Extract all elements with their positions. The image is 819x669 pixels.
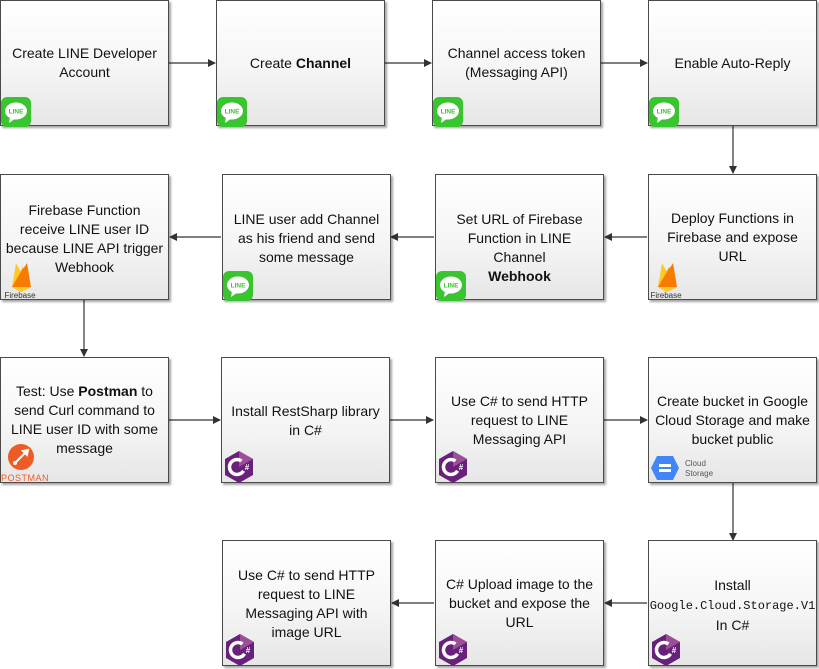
- step-text-line2: request to LINE: [257, 586, 356, 602]
- svg-text:LINE: LINE: [444, 283, 459, 290]
- firebase-label: Firebase: [650, 291, 682, 299]
- firebase-label: Firebase: [4, 291, 36, 299]
- step-send-http-with-image: Use C# to send HTTP request to LINE Messag…: [222, 540, 391, 666]
- step-text-line2: (Messaging API): [465, 64, 568, 80]
- step-text-line1: Create LINE Developer: [12, 45, 157, 61]
- csharp-icon: #: [226, 634, 254, 666]
- step-line-user-add-channel: LINE user add Channel as his friend and s…: [222, 174, 391, 301]
- step-text-line2: Cloud Storage and make: [655, 412, 810, 428]
- step-text-line1: Enable Auto-Reply: [674, 54, 791, 71]
- csharp-icon: #: [652, 634, 680, 666]
- svg-text:LINE: LINE: [9, 109, 24, 116]
- svg-text:#: #: [672, 646, 677, 655]
- postman-icon: POSTMAN: [1, 444, 49, 483]
- step-enable-auto-reply: Enable Auto-Reply LINE: [648, 0, 817, 127]
- step-text-line1: Use C# to send HTTP: [238, 567, 375, 583]
- step-text-bold: Webhook: [488, 268, 551, 284]
- svg-text:LINE: LINE: [441, 109, 456, 116]
- step-text-line3: Messaging API: [472, 431, 567, 447]
- step-text-bold: Postman: [78, 383, 138, 399]
- step-firebase-function-receive: Firebase Function receive LINE user ID bec…: [0, 174, 169, 300]
- step-install-restsharp: Install RestSharp library in C# #: [221, 357, 390, 483]
- package-name: Google.Cloud.Storage.V1: [649, 599, 816, 613]
- firebase-icon: Firebase: [650, 263, 682, 299]
- line-icon: LINE: [649, 97, 679, 127]
- step-test-postman: Test: Use Postman to send Curl command to…: [0, 357, 169, 483]
- svg-text:#: #: [459, 646, 464, 655]
- svg-text:LINE: LINE: [231, 283, 246, 290]
- line-icon: LINE: [217, 97, 247, 127]
- step-text-line1: C# Upload image to the: [445, 576, 594, 592]
- step-text-line4: image URL: [271, 624, 342, 640]
- svg-text:#: #: [459, 463, 464, 472]
- step-text-line1: LINE user add Channel: [233, 211, 380, 227]
- svg-text:#: #: [245, 463, 250, 472]
- step-text-line3: URL: [505, 614, 534, 630]
- step-text-line2: send Curl command to: [14, 402, 155, 418]
- step-text-post: to: [137, 383, 153, 399]
- step-text-line3: some message: [259, 249, 354, 265]
- step-text-line4: Webhook: [55, 259, 114, 275]
- step-text-line2: in C#: [289, 422, 322, 438]
- cloud-storage-label1: Cloud: [685, 459, 706, 468]
- step-text-line4: message: [56, 440, 113, 456]
- step-text-line2: receive LINE user ID: [19, 221, 150, 237]
- step-text-line3: In C#: [715, 617, 750, 633]
- step-deploy-functions: Deploy Functions in Firebase and expose U…: [648, 174, 817, 300]
- step-text-line1: Install RestSharp library: [231, 403, 380, 419]
- step-text-line1: Set URL of Firebase: [456, 211, 583, 227]
- step-text-line2: Firebase and expose URL: [667, 228, 798, 264]
- csharp-icon: #: [439, 451, 467, 483]
- step-channel-access-token: Channel access token (Messaging API) LINE: [432, 0, 601, 127]
- svg-text:LINE: LINE: [225, 109, 240, 116]
- step-send-http-request: Use C# to send HTTP request to LINE Messag…: [435, 357, 604, 483]
- step-text-line1: Use C# to send HTTP: [451, 393, 588, 409]
- step-text-line1: Firebase Function: [28, 202, 141, 218]
- csharp-icon: #: [439, 634, 467, 666]
- line-icon: LINE: [433, 97, 463, 127]
- step-text-line3: Messaging API with: [245, 605, 368, 621]
- step-text-line1: Create bucket in Google: [657, 393, 808, 409]
- step-create-channel: Create Channel LINE: [216, 0, 385, 127]
- step-text-line2: Account: [59, 64, 110, 80]
- step-text-bold: Channel: [295, 54, 352, 71]
- step-text-line2: Function in LINE Channel: [467, 230, 572, 265]
- step-text-line1: Deploy Functions in: [671, 209, 794, 226]
- step-text-line2: bucket and expose the: [449, 595, 590, 611]
- step-text-pre: Create: [249, 54, 296, 71]
- step-text-line1: Install: [714, 577, 751, 593]
- step-text-line3: LINE user ID with some: [10, 421, 159, 437]
- step-text-line3: bucket public: [691, 431, 774, 447]
- svg-text:LINE: LINE: [657, 109, 672, 116]
- step-text-pre: Test: Use: [16, 383, 79, 399]
- step-text-line3: because LINE API trigger: [5, 240, 164, 256]
- firebase-icon: Firebase: [4, 263, 36, 299]
- line-icon: LINE: [436, 271, 466, 301]
- line-icon: LINE: [223, 271, 253, 301]
- csharp-icon: #: [225, 451, 253, 483]
- line-icon: LINE: [1, 97, 31, 127]
- postman-label: POSTMAN: [1, 473, 49, 483]
- cloud-storage-label2: Storage: [685, 469, 714, 478]
- step-text-line2: request to LINE: [470, 412, 569, 428]
- step-upload-image: C# Upload image to the bucket and expose …: [435, 540, 604, 666]
- step-text-line1: Channel access token: [447, 45, 586, 61]
- svg-text:#: #: [246, 646, 251, 655]
- step-text-line2: as his friend and send: [238, 230, 375, 246]
